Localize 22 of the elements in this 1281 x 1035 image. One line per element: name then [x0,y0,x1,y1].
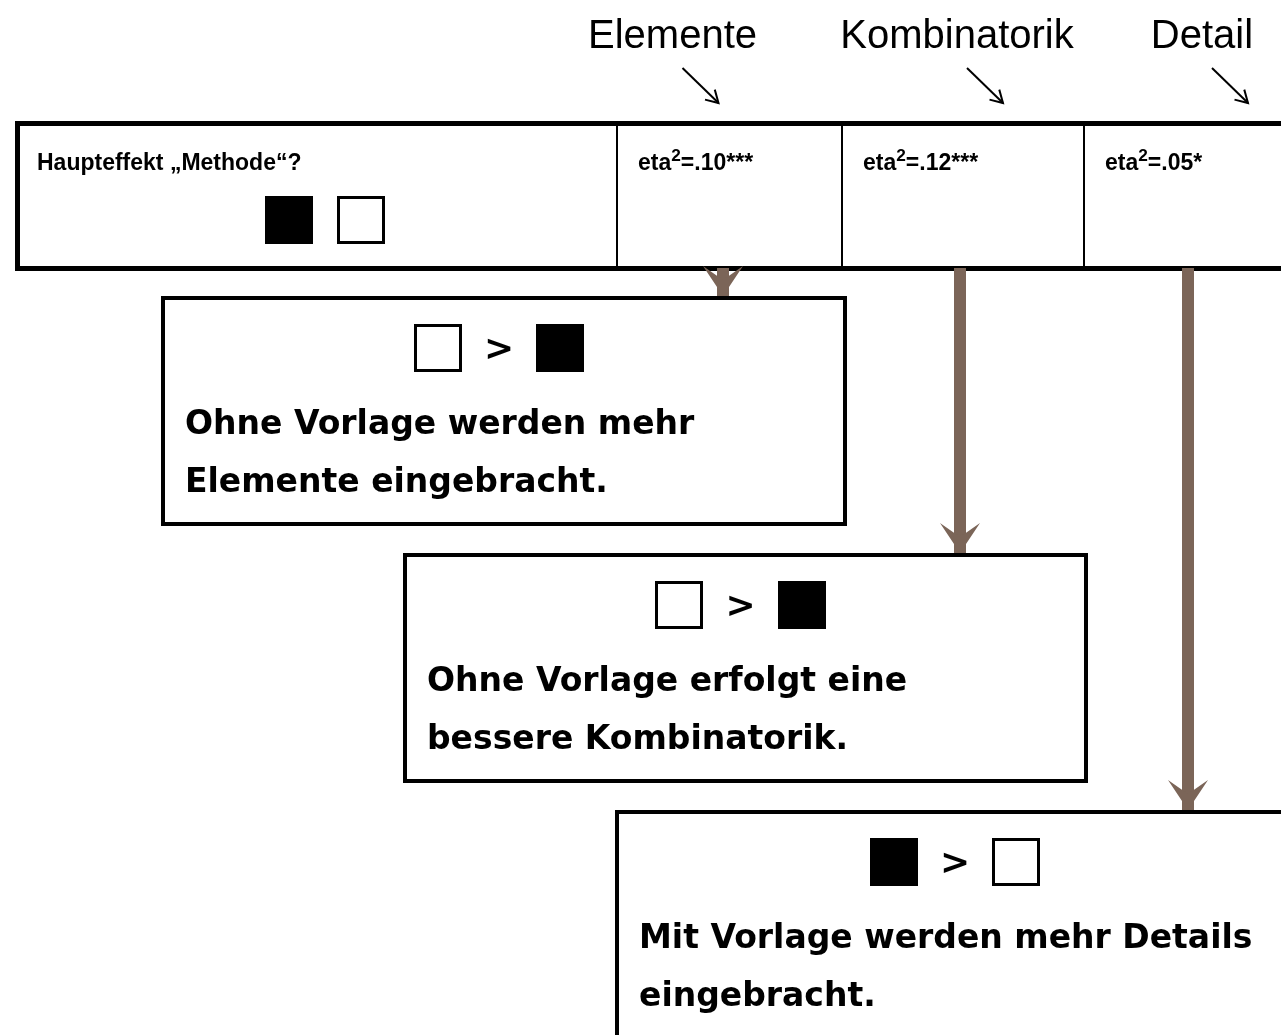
result-text: Ohne Vorlage werden mehr Elemente eingebracht. [185,402,696,502]
arrow [1211,67,1249,104]
result-box [161,296,847,526]
column-label: Kombinatorik [812,8,1102,60]
comparison-sign: > [725,583,756,627]
effect-size-text: eta$^{2}$=.12*** [863,145,979,177]
column-label: Detail [1128,8,1276,60]
arrow [940,268,980,553]
arrow [681,67,720,104]
cell-heading: Haupteffekt „Methode“? [37,148,302,177]
comparison-sign: > [939,840,971,884]
column-label: Elemente [560,8,785,60]
result-text: Ohne Vorlage erfolgt eine bessere Kombinatorik. [427,659,909,759]
comparison-sign: > [483,326,515,370]
arrow [1168,268,1208,810]
result-text: Mit Vorlage werden mehr Details eingebracht. [639,916,1254,1016]
result-box [615,810,1281,1035]
arrow [966,67,1004,104]
arrow [703,266,743,296]
effect-size-text: eta$^{2}$=.10*** [638,145,754,177]
effect-size-text: eta$^{2}$=.05* [1105,145,1203,177]
result-box [403,553,1088,783]
